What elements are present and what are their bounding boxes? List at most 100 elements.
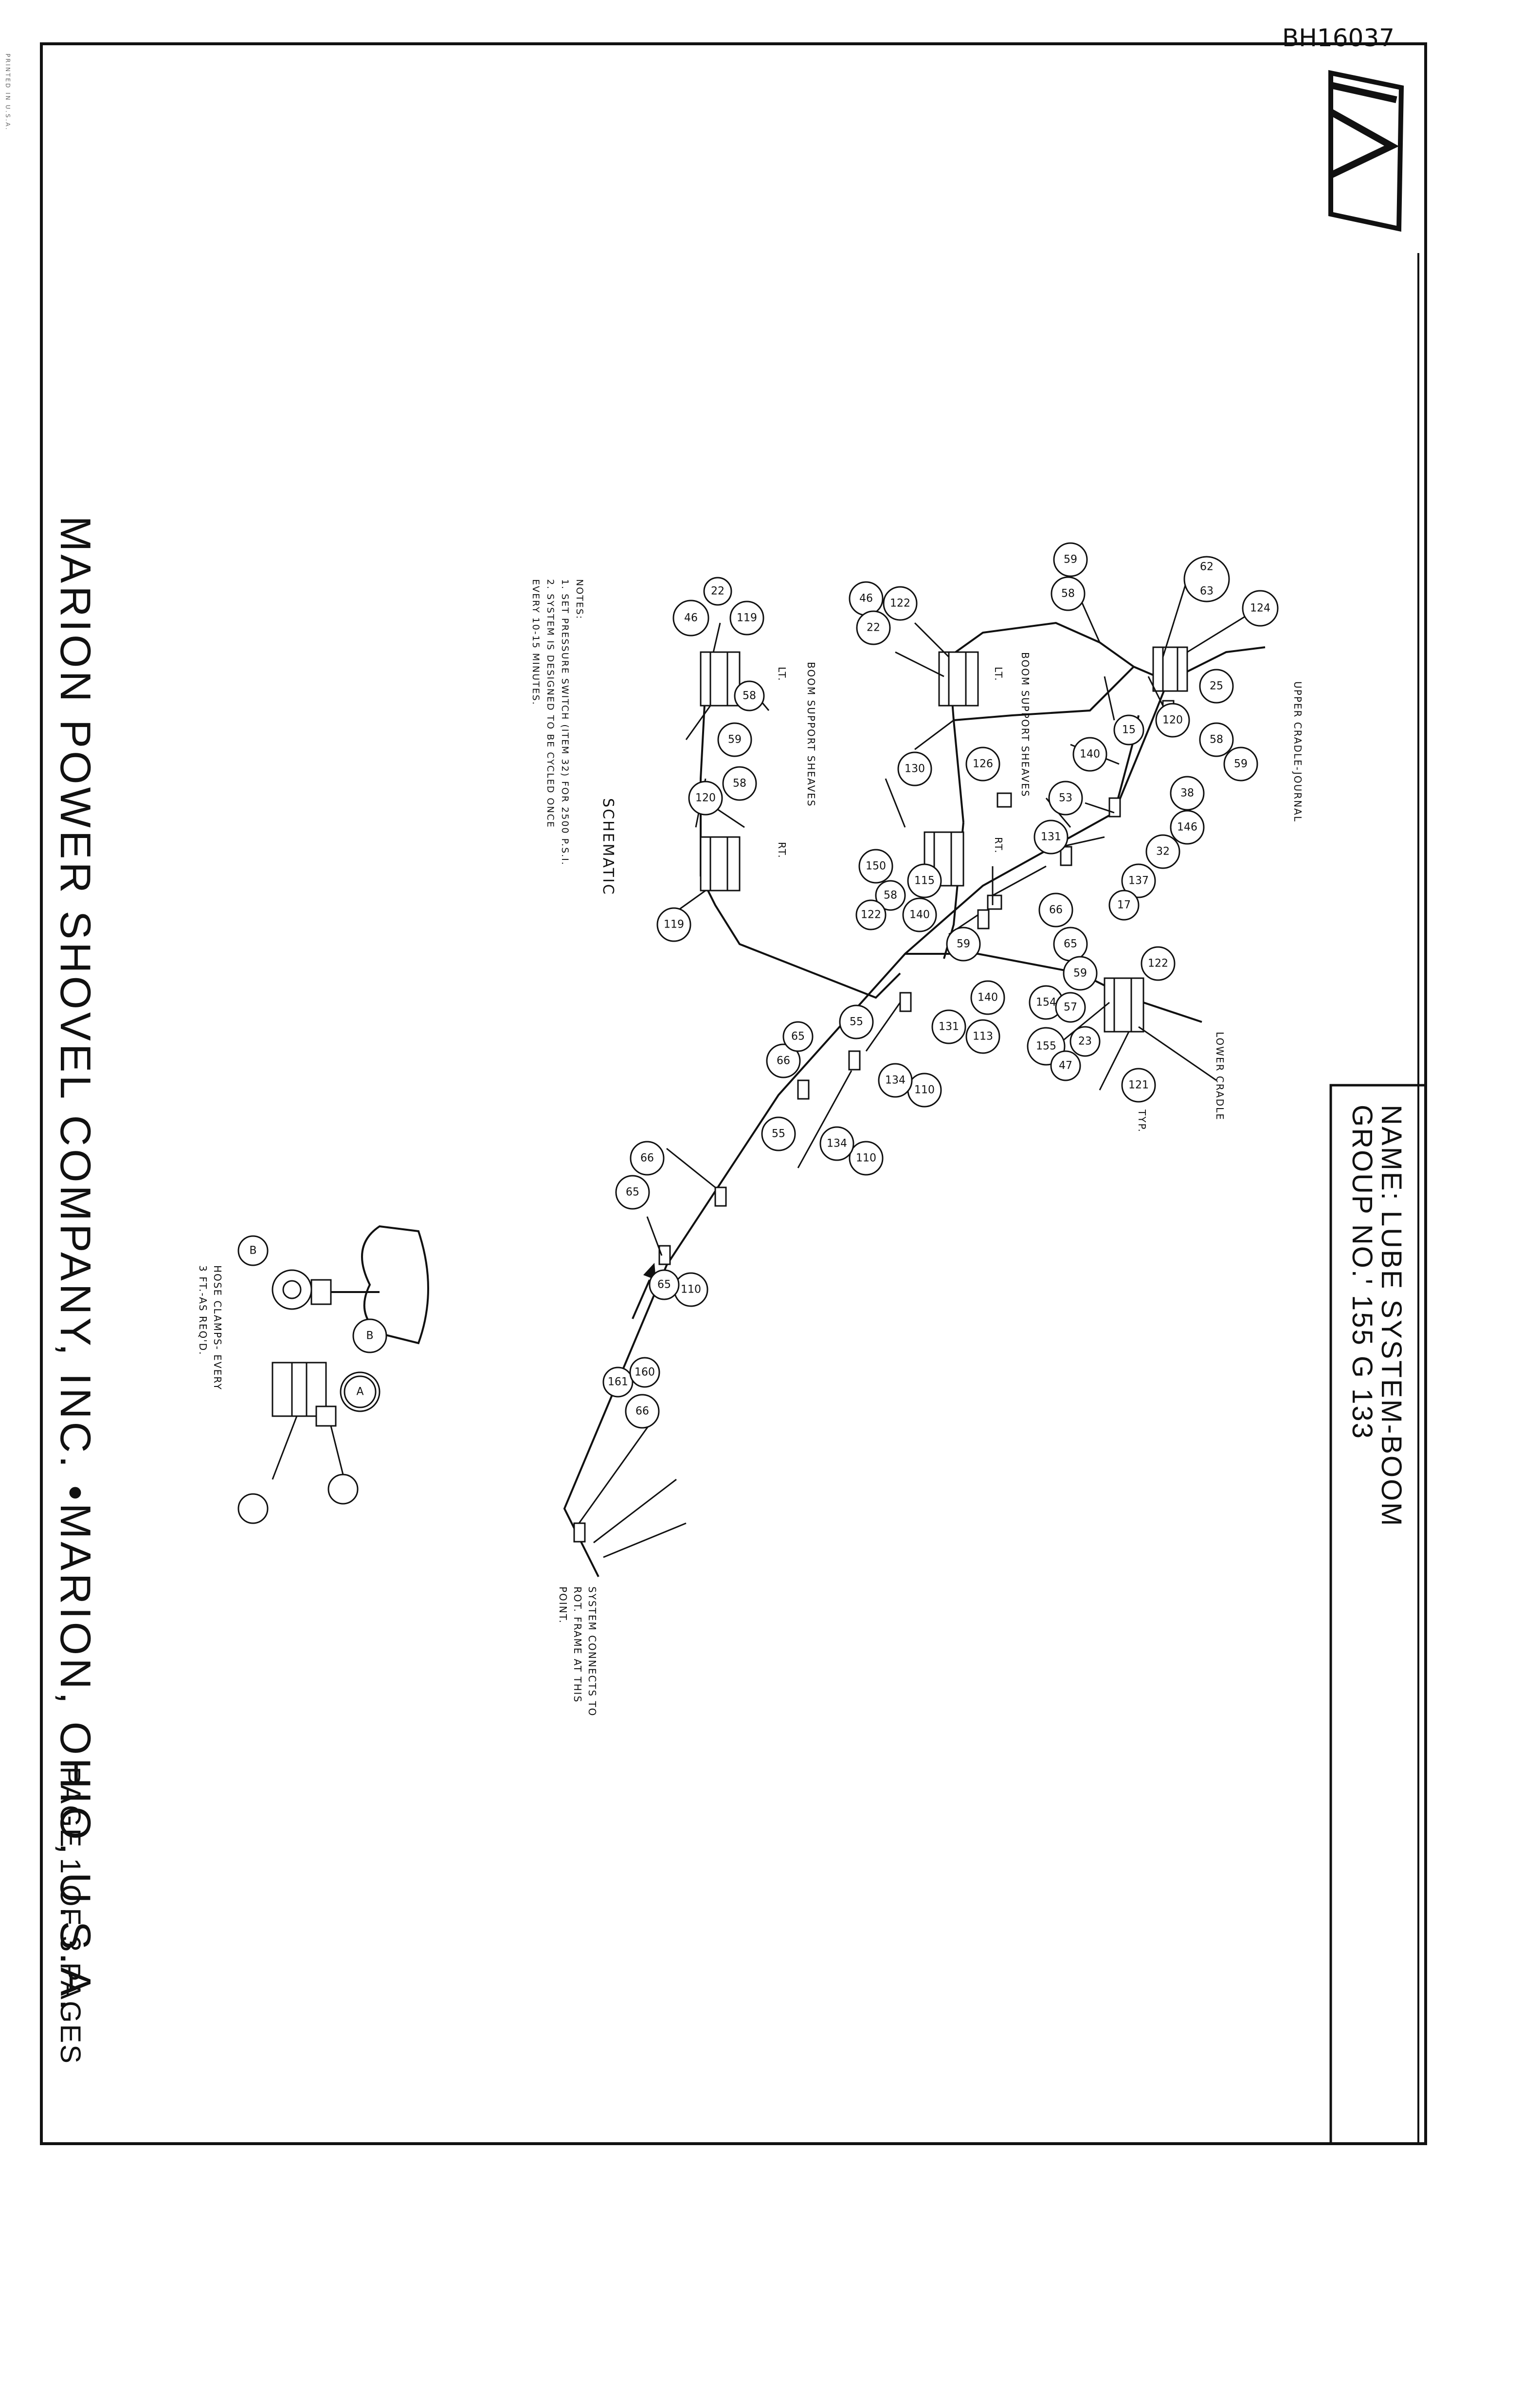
- callout-balloon: 58: [722, 766, 757, 801]
- svg-text:59: 59: [957, 938, 970, 950]
- hose-clamps-label: HOSE CLAMPS- EVERY 3 FT.-AS REQ'D.: [197, 1265, 223, 1390]
- title-group: GROUP NO.' 155 G 133: [1346, 1105, 1378, 1440]
- svg-text:65: 65: [791, 1031, 805, 1043]
- svg-text:32: 32: [1156, 846, 1170, 858]
- svg-text:131: 131: [1041, 831, 1061, 843]
- leader-lines: [578, 554, 1251, 1558]
- svg-text:53: 53: [1059, 792, 1072, 804]
- svg-text:134: 134: [885, 1075, 906, 1087]
- callout-balloon: 140: [1072, 737, 1107, 772]
- callout-balloon: 134: [819, 1126, 854, 1161]
- callout-balloon: 130: [897, 751, 932, 786]
- svg-text:161: 161: [608, 1376, 628, 1388]
- callout-balloon: 23: [1069, 1026, 1101, 1057]
- svg-text:134: 134: [827, 1138, 847, 1150]
- callout-balloon: 57: [1055, 992, 1086, 1023]
- callout-balloon: 110: [907, 1073, 942, 1108]
- callout-balloon: 131: [1033, 820, 1069, 855]
- svg-text:55: 55: [772, 1128, 785, 1140]
- hose-clamp-detail: [272, 1225, 429, 1480]
- svg-text:SYSTEM CONNECTS TO: SYSTEM CONNECTS TO: [586, 1586, 598, 1717]
- callout-balloon: [327, 1474, 359, 1505]
- svg-text:POINT.: POINT.: [557, 1586, 569, 1624]
- callout-balloon: 122: [855, 899, 887, 930]
- flow-arrow: [632, 1279, 651, 1319]
- callout-balloon: 160: [629, 1357, 660, 1388]
- callout-balloon: 59: [1063, 956, 1098, 991]
- callout-balloon: 121: [1121, 1068, 1156, 1103]
- callout-balloon: [237, 1493, 269, 1524]
- notes: NOTES: 1. SET PRESSURE SWITCH (ITEM 32) …: [530, 579, 585, 866]
- svg-text:65: 65: [626, 1186, 639, 1199]
- upper-cradle-block: [1152, 646, 1188, 692]
- schematic-labels: UPPER CRADLE-JOURNAL LOWER CRADLE TYP. B…: [197, 579, 1304, 1717]
- callout-balloon: 126: [965, 747, 1000, 782]
- callout-balloon: 65: [1053, 927, 1088, 962]
- callout-balloon: 53: [1048, 781, 1083, 816]
- svg-text:17: 17: [1117, 899, 1131, 911]
- company-name: MARION POWER SHOVEL COMPANY, INC. •MARIO…: [52, 516, 100, 2014]
- callout-balloon: 119: [656, 907, 691, 942]
- callout-balloon: 122: [883, 586, 918, 621]
- callout-balloon: 58: [875, 880, 906, 911]
- svg-text:A: A: [356, 1386, 363, 1398]
- svg-text:15: 15: [1122, 724, 1136, 736]
- upper-cradle-label: UPPER CRADLE-JOURNAL: [1292, 681, 1304, 822]
- callout-balloon: 32: [1145, 834, 1180, 869]
- svg-text:66: 66: [640, 1152, 654, 1165]
- callout-balloon: 58: [1051, 576, 1086, 611]
- callout-balloon: 66: [766, 1043, 801, 1078]
- callout-balloon: 59: [717, 722, 752, 757]
- callout-balloon: 161: [602, 1367, 634, 1398]
- svg-text:58: 58: [1210, 734, 1223, 746]
- callout-balloon: 134: [878, 1063, 913, 1098]
- edge-mark: PRINTED IN U.S.A.: [4, 54, 11, 131]
- svg-text:58: 58: [1061, 588, 1075, 600]
- callout-balloon: 122: [1141, 946, 1176, 981]
- svg-text:160: 160: [634, 1367, 655, 1379]
- callout-balloon: 17: [1108, 890, 1140, 921]
- callout-balloon: 110: [673, 1272, 708, 1307]
- svg-text:115: 115: [914, 875, 935, 887]
- typ-label: TYP.: [1136, 1109, 1148, 1133]
- callout-balloon: 46: [849, 581, 884, 616]
- callout-balloon: 66: [625, 1394, 660, 1429]
- callout-balloon: 25: [1199, 669, 1234, 704]
- svg-text:120: 120: [1162, 714, 1183, 727]
- schematic-title: SCHEMATIC: [599, 798, 616, 896]
- svg-text:119: 119: [664, 919, 684, 931]
- callout-balloon: 65: [615, 1175, 650, 1210]
- svg-text:140: 140: [1080, 748, 1100, 761]
- boom-sheaves-block-left-b: [700, 651, 741, 707]
- system-connects-label: SYSTEM CONNECTS TO ROT. FRAME AT THIS PO…: [557, 1586, 598, 1717]
- callout-balloon: 146: [1170, 810, 1205, 845]
- svg-text:140: 140: [978, 992, 998, 1004]
- callout-balloon: A: [340, 1371, 380, 1412]
- company-logo: [1328, 70, 1404, 232]
- title-block: NAME: LUBE SYSTEM-BOOM GROUP NO.' 155 G …: [1329, 253, 1427, 2145]
- svg-text:126: 126: [973, 758, 993, 770]
- svg-text:58: 58: [884, 890, 897, 902]
- svg-text:38: 38: [1180, 787, 1194, 800]
- svg-text:113: 113: [973, 1031, 993, 1043]
- svg-text:57: 57: [1064, 1002, 1077, 1014]
- callout-balloon: 38: [1170, 776, 1205, 811]
- svg-text:65: 65: [657, 1279, 671, 1291]
- svg-text:22: 22: [867, 622, 880, 634]
- svg-text:59: 59: [1064, 554, 1077, 566]
- svg-text:B: B: [366, 1330, 373, 1342]
- svg-text:140: 140: [909, 909, 930, 921]
- svg-text:25: 25: [1210, 680, 1223, 692]
- svg-text:122: 122: [890, 598, 910, 610]
- callout-balloon: 150: [858, 849, 893, 884]
- svg-text:150: 150: [866, 860, 886, 873]
- callout-balloon: 65: [649, 1269, 680, 1300]
- callout-balloon: 113: [965, 1019, 1000, 1054]
- callout-balloon: 55: [839, 1004, 874, 1039]
- svg-text:59: 59: [1073, 967, 1087, 980]
- svg-text:120: 120: [695, 792, 716, 804]
